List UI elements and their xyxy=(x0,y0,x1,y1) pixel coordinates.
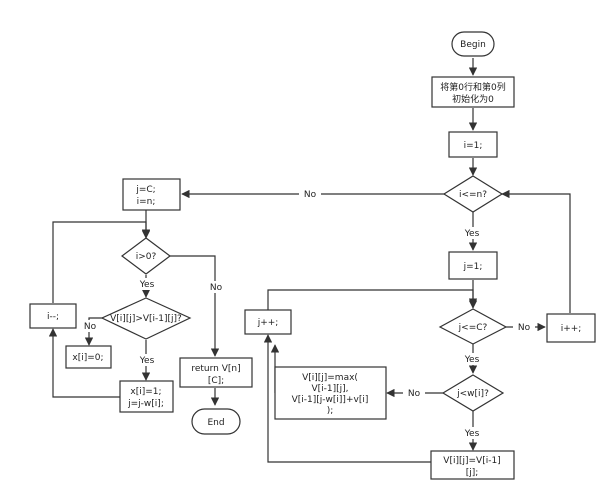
node-end: End xyxy=(191,408,241,435)
node-return-line-2: [C]; xyxy=(208,376,224,386)
node-assign-prev-line-1: V[i][j]=V[i-1] xyxy=(443,456,500,466)
edge-label-yes-cmp: Yes xyxy=(139,356,155,366)
edge-label-yes-i0: Yes xyxy=(139,280,155,290)
node-j-c-i-n-line-1: j=C; xyxy=(135,185,155,195)
node-j-c-i-n: j=C; i=n; xyxy=(122,178,181,211)
edge-x1-idec xyxy=(48,328,120,398)
node-assign-max: V[i][j]=max( V[i-1][j], V[i-1][j-w[i]]+v… xyxy=(274,366,387,420)
node-assign-prev-line-2: [j]; xyxy=(466,468,479,478)
node-i-increment: i++; xyxy=(546,313,596,343)
edge-label-no-w: No xyxy=(408,389,421,399)
node-cond-j-le-c-label: j<=C? xyxy=(458,323,488,333)
edge-iinc-loop xyxy=(501,189,571,313)
node-x-one-line-2: j=j-w[i]; xyxy=(127,399,164,409)
edge-i0-no xyxy=(170,255,220,357)
node-i-assign-label: i=1; xyxy=(464,141,483,151)
node-j-increment-label: j++; xyxy=(257,318,279,328)
node-x-one: x[i]=1; j=j-w[i]; xyxy=(119,380,174,413)
node-cond-i-gt-0: i>0? xyxy=(121,237,171,275)
node-i-decrement: i--; xyxy=(29,303,77,329)
node-cond-j-le-c: j<=C? xyxy=(438,308,508,345)
edge-label-no-cmp: No xyxy=(84,322,97,332)
edge-label-no-j: No xyxy=(518,323,531,333)
edge-prev-jinc xyxy=(263,334,450,463)
node-cond-i-gt-0-label: i>0? xyxy=(136,252,157,262)
node-j-assign: j=1; xyxy=(448,251,498,280)
node-j-c-i-n-line-2: i=n; xyxy=(137,197,156,207)
node-init-line-2: 初始化为0 xyxy=(452,93,494,105)
node-return: return V[n] [C]; xyxy=(179,357,253,388)
node-i-increment-label: i++; xyxy=(561,324,582,334)
edge-label-yes-j: Yes xyxy=(464,355,480,365)
node-x-zero: x[i]=0; xyxy=(65,345,112,369)
node-init: 将第0行和第0列 初始化为0 xyxy=(431,76,515,108)
node-cond-i-le-n-label: i<=n? xyxy=(459,190,487,200)
edge-idec-loop xyxy=(52,221,151,303)
node-cond-j-lt-w-label: j<w[i]? xyxy=(456,389,489,399)
edge-label-yes-w: Yes xyxy=(464,429,480,439)
node-x-one-line-1: x[i]=1; xyxy=(130,387,161,397)
edge-jinc-loop xyxy=(267,289,478,310)
node-assign-max-line-1: V[i][j]=max( xyxy=(302,373,358,383)
node-cond-j-lt-w: j<w[i]? xyxy=(441,374,505,412)
node-cond-i-le-n: i<=n? xyxy=(442,175,504,213)
node-j-increment: j++; xyxy=(244,309,292,335)
node-assign-max-line-4: ); xyxy=(327,406,334,416)
edge-label-yes-i: Yes xyxy=(464,229,480,239)
node-i-assign: i=1; xyxy=(448,131,498,158)
edge-cmp-no xyxy=(84,317,105,346)
node-x-zero-label: x[i]=0; xyxy=(72,353,103,363)
node-end-label: End xyxy=(207,418,224,428)
node-i-decrement-label: i--; xyxy=(47,312,59,322)
node-cond-compare-label: V[i][j]>V[i-1][j]? xyxy=(110,314,182,324)
edge-label-no-i0: No xyxy=(210,283,223,293)
node-return-line-1: return V[n] xyxy=(191,364,240,374)
node-assign-max-line-3: V[i-1][j-w[i]]+v[i] xyxy=(292,395,369,405)
node-begin-label: Begin xyxy=(460,40,486,50)
node-assign-prev: V[i][j]=V[i-1] [j]; xyxy=(430,450,515,480)
edge-label-no-i: No xyxy=(304,190,317,200)
node-begin: Begin xyxy=(451,31,495,57)
node-j-assign-label: j=1; xyxy=(463,262,483,272)
edge-labels: No Yes No Yes No Yes Yes No No Yes xyxy=(79,188,535,439)
node-assign-max-line-2: V[i-1][j], xyxy=(311,384,348,394)
node-cond-compare: V[i][j]>V[i-1][j]? xyxy=(100,297,192,340)
node-init-line-1: 将第0行和第0列 xyxy=(440,81,505,93)
